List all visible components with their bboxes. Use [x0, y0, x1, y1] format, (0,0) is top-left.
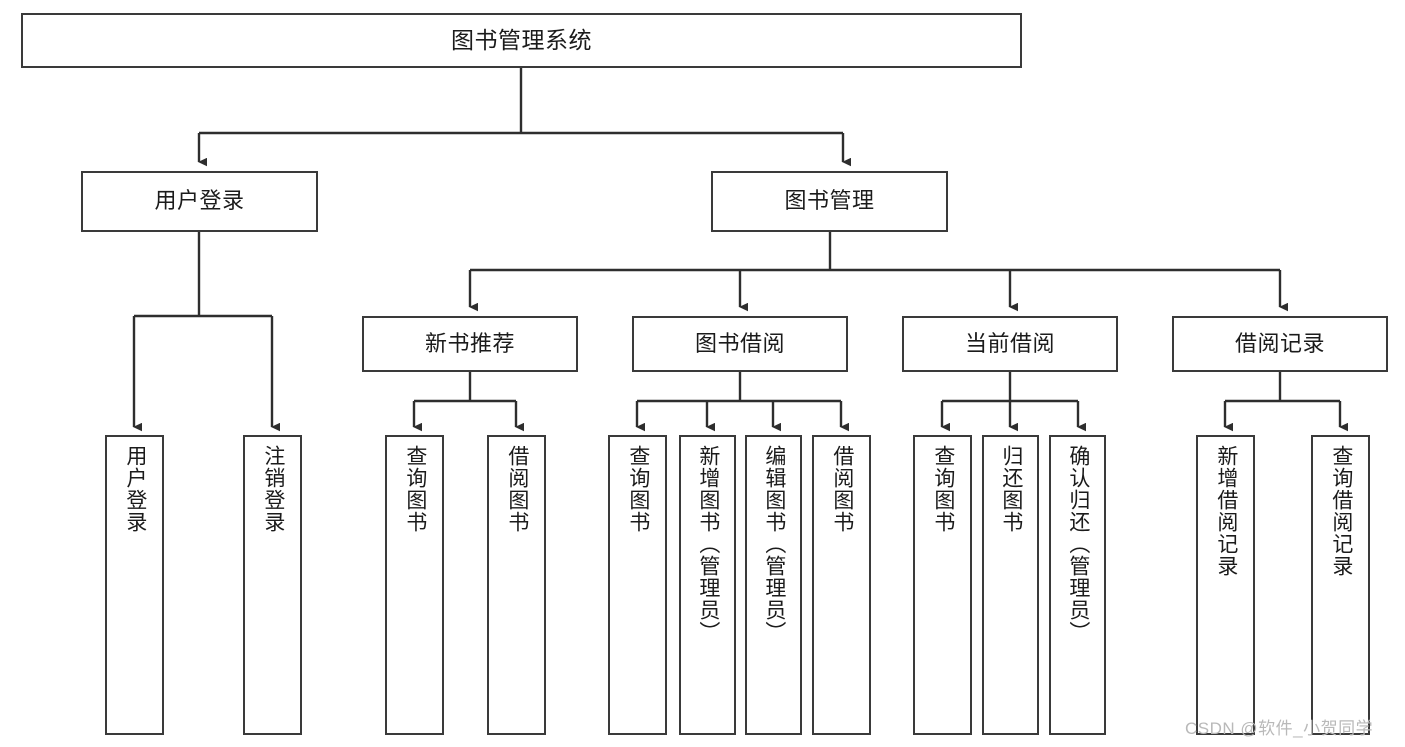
node-label: 图书管理系统: [451, 26, 592, 53]
leaf-new-book-borrow-book[interactable]: 借阅图书: [487, 435, 546, 735]
leaf-current-borrow-return-book[interactable]: 归还图书: [982, 435, 1039, 735]
node-borrow-record[interactable]: 借阅记录: [1172, 316, 1388, 372]
leaf-book-borrow-query-book[interactable]: 查询图书: [608, 435, 667, 735]
node-current-borrow[interactable]: 当前借阅: [902, 316, 1118, 372]
node-label: 查询图书: [931, 445, 955, 533]
node-label: 新增图书（管理员）: [696, 445, 720, 643]
node-label: 查询图书: [403, 445, 427, 533]
node-label: 用户登录: [123, 445, 147, 533]
node-label: 注销登录: [261, 445, 285, 533]
node-user-login[interactable]: 用户登录: [81, 171, 318, 232]
node-label: 归还图书: [999, 445, 1023, 533]
leaf-current-borrow-query-book[interactable]: 查询图书: [913, 435, 972, 735]
node-label: 借阅图书: [505, 445, 529, 533]
csdn-watermark: CSDN @软件_小贺同学: [1185, 719, 1374, 738]
node-label: 图书借阅: [694, 330, 785, 356]
leaf-borrow-record-query-record[interactable]: 查询借阅记录: [1311, 435, 1370, 735]
leaf-new-book-query-book[interactable]: 查询图书: [385, 435, 444, 735]
leaf-borrow-record-add-record[interactable]: 新增借阅记录: [1196, 435, 1255, 735]
leaf-user-login-login[interactable]: 用户登录: [105, 435, 164, 735]
node-label: 查询借阅记录: [1329, 445, 1353, 577]
node-label: 图书管理: [784, 188, 875, 214]
node-label: 当前借阅: [964, 330, 1055, 356]
leaf-book-borrow-edit-book-admin[interactable]: 编辑图书（管理员）: [745, 435, 802, 735]
leaf-user-login-logout[interactable]: 注销登录: [243, 435, 302, 735]
leaf-book-borrow-add-book-admin[interactable]: 新增图书（管理员）: [679, 435, 736, 735]
node-label: 新增借阅记录: [1214, 445, 1238, 577]
node-new-book-recommendation[interactable]: 新书推荐: [362, 316, 578, 372]
node-label: 编辑图书（管理员）: [762, 445, 786, 643]
node-book-borrow[interactable]: 图书借阅: [632, 316, 848, 372]
node-root-book-management-system[interactable]: 图书管理系统: [21, 13, 1022, 68]
node-label: 查询图书: [626, 445, 650, 533]
leaf-current-borrow-confirm-return-admin[interactable]: 确认归还（管理员）: [1049, 435, 1106, 735]
node-label: 确认归还（管理员）: [1066, 445, 1090, 643]
node-label: 新书推荐: [424, 330, 515, 356]
node-label: 借阅图书: [830, 445, 854, 533]
node-label: 借阅记录: [1234, 330, 1325, 356]
node-label: 用户登录: [154, 188, 245, 214]
node-book-management[interactable]: 图书管理: [711, 171, 948, 232]
leaf-book-borrow-borrow-book[interactable]: 借阅图书: [812, 435, 871, 735]
